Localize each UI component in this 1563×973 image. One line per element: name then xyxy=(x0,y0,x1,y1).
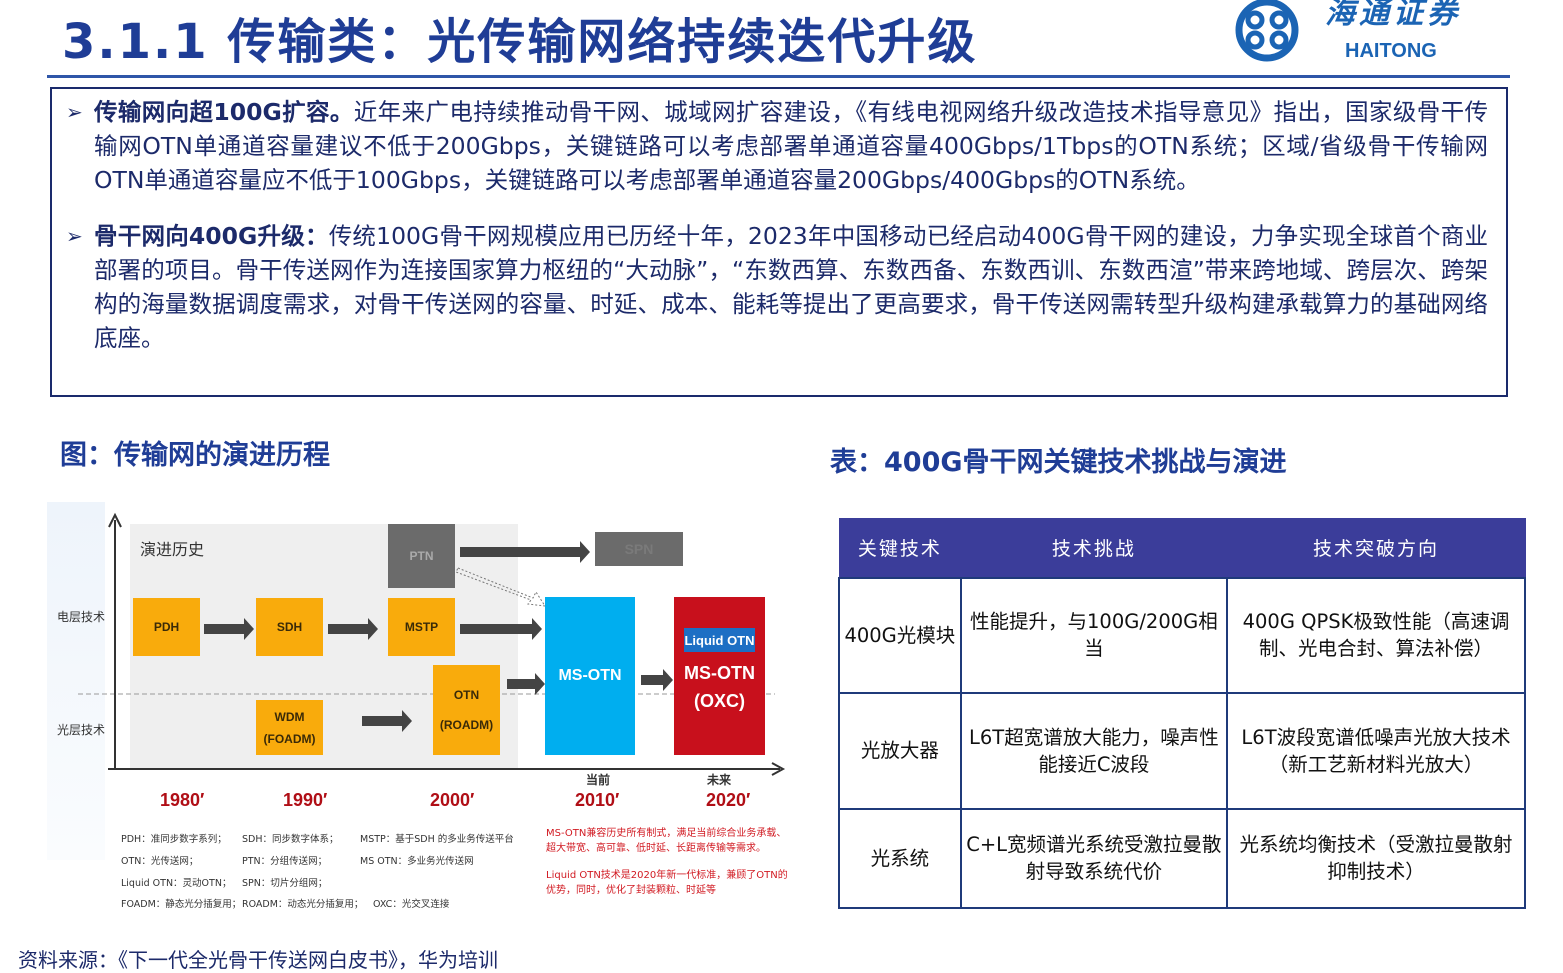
table-cell: L6T波段宽谱低噪声光放大技术（新工艺新材料光放大） xyxy=(1226,691,1526,810)
box-label: OTN xyxy=(453,688,480,702)
arrow xyxy=(507,673,545,695)
table-cell: 400G光模块 xyxy=(838,576,962,694)
figure-caption: 图：传输网的演进历程 xyxy=(60,440,330,471)
summary-paragraph-2: ➢ 骨干网向400G升级：传统100G骨干网规模应用已历经十年，2023年中国移… xyxy=(66,219,1489,355)
arrow xyxy=(641,669,673,691)
logo-text-en: HAITONG xyxy=(1345,40,1437,62)
title-divider xyxy=(47,75,1510,78)
table-cell: C+L宽频谱光系统受激拉曼散射导致系统代价 xyxy=(959,807,1229,909)
box-mstp: MSTP xyxy=(388,598,455,656)
abbr-note: SPN：切片分组网； xyxy=(242,878,328,889)
column-header: 技术突破方向 xyxy=(1226,518,1526,578)
arrow xyxy=(362,710,412,732)
table-row: 400G光模块 性能提升，与100G/200G相当 400G QPSK极致性能（… xyxy=(838,576,1526,694)
table-cell: 光系统 xyxy=(838,807,962,909)
box-ms-otn-oxc: MS-OTN (OXC) xyxy=(674,597,765,755)
year-label: 2020′ xyxy=(706,790,751,810)
table-cell: 性能提升，与100G/200G相当 xyxy=(959,576,1229,694)
table-caption: 表：400G骨干网关键技术挑战与演进 xyxy=(830,447,1287,478)
arrow-bullet-icon: ➢ xyxy=(66,224,83,248)
logo-text-cn: 海通证券 xyxy=(1325,0,1461,31)
table-row: 光放大器 L6T超宽谱放大能力，噪声性能接近C波段 L6T波段宽谱低噪声光放大技… xyxy=(838,691,1526,810)
ms-otn-note: MS-OTN兼容历史所有制式，满足当前综合业务承载、超大带宽、高可靠、低时延、长… xyxy=(546,828,787,854)
abbr-note: PDH：准同步数字系列； xyxy=(121,834,227,845)
box-wdm: WDM (FOADM) xyxy=(256,700,323,755)
box-spn: SPN xyxy=(595,532,683,566)
box-pdh: PDH xyxy=(133,598,200,656)
red-notes: MS-OTN兼容历史所有制式，满足当前综合业务承载、超大带宽、高可靠、低时延、长… xyxy=(546,826,796,898)
page-title: 3.1.1 传输类：光传输网络持续迭代升级 xyxy=(62,14,978,70)
box-ptn: PTN xyxy=(388,524,455,588)
arrow xyxy=(460,541,590,563)
box-sublabel: (FOADM) xyxy=(263,731,316,746)
evolution-diagram: 演进历史 电层技术 光层技术 PTN SPN PDH SDH MSTP WDM (… xyxy=(47,502,796,910)
abbr-note: Liquid OTN：灵动OTN； xyxy=(121,878,232,889)
badge-liquid-otn: Liquid OTN xyxy=(684,628,755,652)
box-sublabel: (ROADM) xyxy=(439,718,494,732)
table-cell: 400G QPSK极致性能（高速调制、光电合封、算法补偿） xyxy=(1226,576,1526,694)
liquid-otn-note: Liquid OTN技术是2020年新一代标准，兼顾了OTN的优势，同时，优化了… xyxy=(546,870,788,896)
box-sublabel: (OXC) xyxy=(694,691,745,711)
table-row: 光系统 C+L宽频谱光系统受激拉曼散射导致系统代价 光系统均衡技术（受激拉曼散射… xyxy=(838,807,1526,909)
abbr-note: ROADM：动态光分插复用； xyxy=(242,899,364,910)
abbr-note: OXC：光交叉连接 xyxy=(373,899,450,910)
abbr-note: MS OTN：多业务光传送网 xyxy=(360,856,474,867)
source-note: 资料来源：《下一代全光骨干传送网白皮书》，华为培训 xyxy=(18,948,498,972)
abbr-note: MSTP：基于SDH 的多业务传送平台 xyxy=(360,834,514,845)
abbr-note: PTN：分组传送网； xyxy=(242,856,328,867)
arrow-bullet-icon: ➢ xyxy=(66,100,83,124)
box-ms-otn: MS-OTN xyxy=(545,597,635,755)
table-cell: 光放大器 xyxy=(838,691,962,810)
future-label: 未来 xyxy=(707,773,732,787)
summary-box: ➢ 传输网向超100G扩容。近年来广电持续推动骨干网、城域网扩容建设，《有线电视… xyxy=(50,87,1508,397)
layer-electrical-label: 电层技术 xyxy=(57,610,106,624)
tech-challenge-table: 关键技术 技术挑战 技术突破方向 400G光模块 性能提升，与100G/200G… xyxy=(838,518,1526,909)
arrow xyxy=(328,618,378,640)
abbr-note: FOADM：静态光分插复用； xyxy=(121,899,242,910)
paragraph-lead: 骨干网向400G升级： xyxy=(94,222,329,250)
table-cell: 光系统均衡技术（受激拉曼散射抑制技术） xyxy=(1226,807,1526,909)
year-label: 1980′ xyxy=(160,790,205,810)
table-header-row: 关键技术 技术挑战 技术突破方向 xyxy=(838,518,1526,578)
layer-optical-label: 光层技术 xyxy=(57,723,106,737)
paragraph-text: 传统100G骨干网规模应用已历经十年，2023年中国移动已经启动400G骨干网的… xyxy=(94,222,1489,352)
paragraph-lead: 传输网向超100G扩容。 xyxy=(94,98,354,126)
year-label: 2000′ xyxy=(430,790,475,810)
layer-band xyxy=(47,502,105,860)
year-label: 1990′ xyxy=(283,790,328,810)
abbr-note: OTN：光传送网； xyxy=(121,856,199,867)
column-header: 技术挑战 xyxy=(960,518,1228,578)
diagram-arrows xyxy=(78,512,786,776)
paragraph-text: 近年来广电持续推动骨干网、城域网扩容建设，《有线电视网络升级改造技术指导意见》指… xyxy=(94,98,1489,194)
box-sdh: SDH xyxy=(256,598,323,656)
arrow xyxy=(204,618,254,640)
box-label: WDM xyxy=(274,709,305,724)
arrow xyxy=(460,618,542,640)
box-otn: OTN (ROADM) xyxy=(433,665,500,755)
current-label: 当前 xyxy=(586,773,611,787)
box-label: MS-OTN xyxy=(684,663,755,683)
history-label: 演进历史 xyxy=(140,540,205,559)
summary-paragraph-1: ➢ 传输网向超100G扩容。近年来广电持续推动骨干网、城域网扩容建设，《有线电视… xyxy=(66,95,1489,197)
column-header: 关键技术 xyxy=(838,518,962,578)
year-label: 2010′ xyxy=(575,790,620,810)
abbr-note: SDH：同步数字体系； xyxy=(242,834,339,845)
table-cell: L6T超宽谱放大能力，噪声性能接近C波段 xyxy=(959,691,1229,810)
haitong-logo-icon xyxy=(1235,0,1299,62)
